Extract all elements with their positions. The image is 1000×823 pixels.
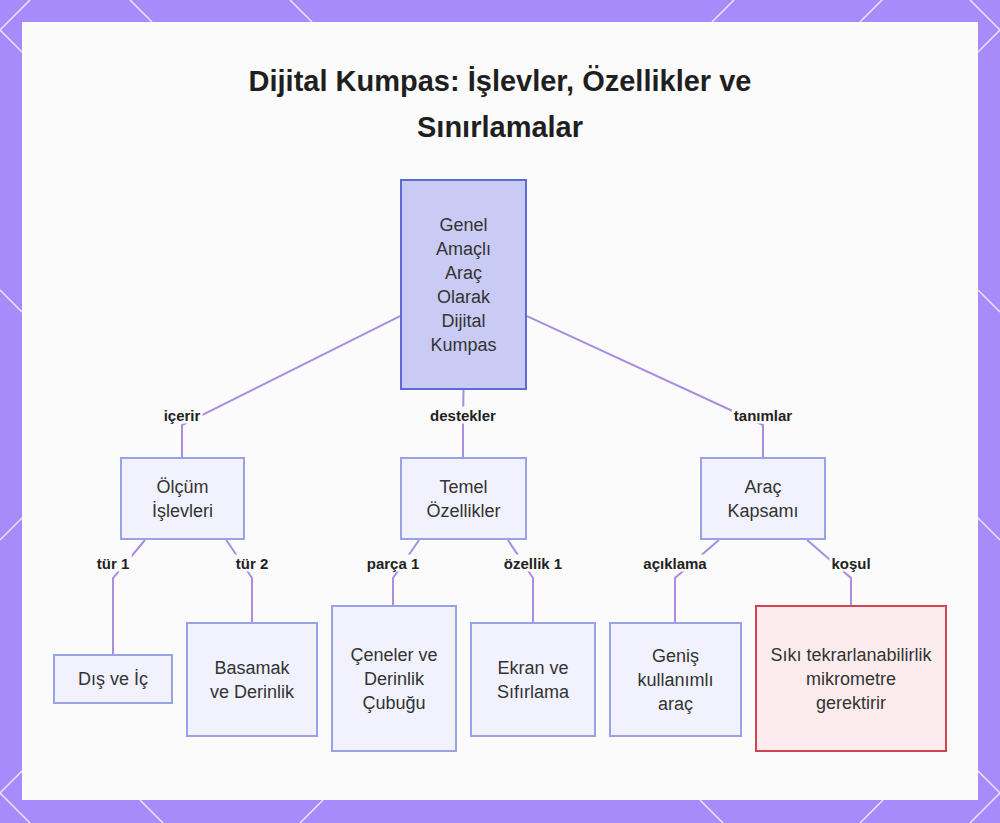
edge-label: tür 2	[234, 555, 271, 572]
leaf-box: Geniş kullanımlı araç	[609, 622, 742, 737]
node-text: Dış ve İç	[78, 667, 148, 691]
node-text: Sıkı tekrarlanabilirlik mikrometre gerek…	[769, 643, 933, 715]
condition-box: Sıkı tekrarlanabilirlik mikrometre gerek…	[755, 605, 947, 752]
edge-label: özellik 1	[502, 555, 564, 572]
category-box: Temel Özellikler	[400, 457, 527, 540]
node-text-group: Çeneler ve Derinlik Çubuğu	[347, 643, 441, 715]
connector-line	[226, 540, 252, 622]
edge-label: açıklama	[641, 555, 708, 572]
node-text: Ölçüm İşlevleri	[130, 475, 235, 523]
node-text-group: Temel Özellikler	[410, 475, 517, 523]
node-text-group: Araç Kapsamı	[710, 475, 816, 523]
edge-label: tür 1	[95, 555, 132, 572]
node-text-group: Geniş kullanımlı araç	[627, 644, 724, 716]
leaf-box: Ekran ve Sıfırlama	[470, 622, 596, 737]
root-box: Genel Amaçlı Araç Olarak Dijital Kumpas	[400, 179, 527, 390]
node-text-group: Sıkı tekrarlanabilirlik mikrometre gerek…	[769, 643, 933, 715]
diagram-title: Dijital Kumpas: İşlevler, Özellikler ve …	[200, 58, 800, 150]
connector-line	[462, 390, 465, 457]
edge-label: içerir	[162, 407, 203, 424]
connector-line	[675, 540, 719, 622]
node-text: Geniş kullanımlı araç	[627, 644, 724, 716]
category-box: Ölçüm İşlevleri	[120, 457, 245, 540]
edge-label: destekler	[428, 407, 498, 424]
leaf-box: Basamak ve Derinlik	[186, 622, 318, 737]
node-text-group: Genel Amaçlı Araç Olarak Dijital Kumpas	[422, 213, 505, 357]
node-text: Çeneler ve Derinlik Çubuğu	[347, 643, 441, 715]
leaf-box: Çeneler ve Derinlik Çubuğu	[331, 605, 457, 752]
node-text: Araç Kapsamı	[710, 475, 816, 523]
node-text-group: Dış ve İç	[78, 667, 148, 691]
node-text: Basamak ve Derinlik	[204, 656, 300, 704]
node-text: Temel Özellikler	[410, 475, 517, 523]
leaf-box: Dış ve İç	[53, 654, 173, 704]
edge-label: tanımlar	[732, 407, 794, 424]
connector-line	[807, 540, 851, 605]
node-text-group: Ekran ve Sıfırlama	[484, 656, 582, 704]
edge-label: koşul	[829, 555, 872, 572]
category-box: Araç Kapsamı	[700, 457, 826, 540]
connector-line	[508, 540, 533, 622]
connector-line	[182, 316, 400, 457]
edge-label: parça 1	[365, 555, 422, 572]
node-text-group: Ölçüm İşlevleri	[130, 475, 235, 523]
connector-line	[527, 316, 763, 457]
node-text: Ekran ve Sıfırlama	[484, 656, 582, 704]
node-text-group: Basamak ve Derinlik	[204, 656, 300, 704]
connector-line	[393, 540, 419, 605]
node-text: Genel Amaçlı Araç Olarak Dijital Kumpas	[422, 213, 505, 357]
